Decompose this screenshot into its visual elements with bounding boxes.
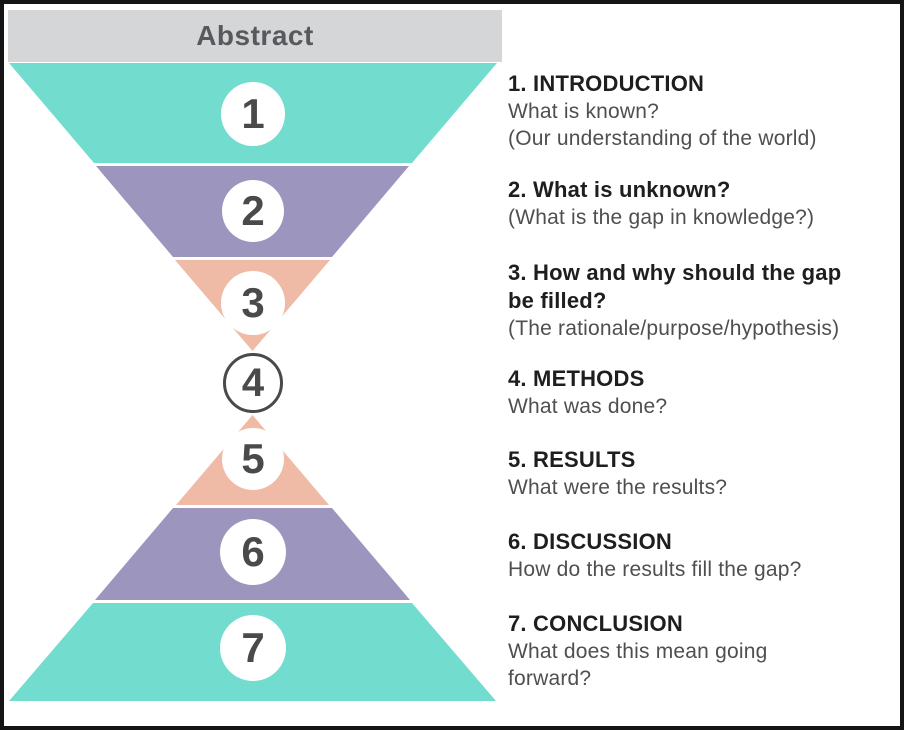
stage-circle-3: 3 <box>221 271 285 335</box>
section-heading: 4. METHODS <box>508 366 645 391</box>
section-heading: 3. How and why should the gap <box>508 260 842 285</box>
section-5-results: 5. RESULTS What were the results? <box>508 446 900 501</box>
section-heading: 1. INTRODUCTION <box>508 71 705 96</box>
abstract-label: Abstract <box>196 20 314 51</box>
section-heading: 5. RESULTS <box>508 447 636 472</box>
section-body-line: What were the results? <box>508 476 728 499</box>
section-body-line: (Our understanding of the world) <box>508 127 817 150</box>
section-body-line: (What is the gap in knowledge?) <box>508 206 815 229</box>
section-heading: 2. What is unknown? <box>508 177 731 202</box>
section-heading-line2: be filled? <box>508 288 607 313</box>
section-2-unknown: 2. What is unknown? (What is the gap in … <box>508 176 900 231</box>
section-heading: 6. DISCUSSION <box>508 529 672 554</box>
section-body-line: How do the results fill the gap? <box>508 558 802 581</box>
section-7-conclusion: 7. CONCLUSION What does this mean going … <box>508 610 900 692</box>
abstract-header-bar: Abstract <box>8 10 502 62</box>
section-body-line: forward? <box>508 667 592 690</box>
stage-circle-4: 4 <box>223 353 283 413</box>
stage-circle-5: 5 <box>222 428 284 490</box>
stage-circle-6: 6 <box>220 519 286 585</box>
stage-circle-1: 1 <box>221 82 285 146</box>
section-6-discussion: 6. DISCUSSION How do the results fill th… <box>508 528 900 583</box>
section-body-line: (The rationale/purpose/hypothesis) <box>508 317 840 340</box>
section-body-line: What does this mean going <box>508 640 768 663</box>
section-body-line: What is known? <box>508 100 660 123</box>
section-body-line: What was done? <box>508 395 668 418</box>
section-4-methods: 4. METHODS What was done? <box>508 365 900 420</box>
section-1-introduction: 1. INTRODUCTION What is known? (Our unde… <box>508 70 900 152</box>
section-heading: 7. CONCLUSION <box>508 611 683 636</box>
section-3-gap: 3. How and why should the gap be filled?… <box>508 259 900 342</box>
stage-circle-2: 2 <box>222 180 284 242</box>
stage-circle-7: 7 <box>220 615 286 681</box>
